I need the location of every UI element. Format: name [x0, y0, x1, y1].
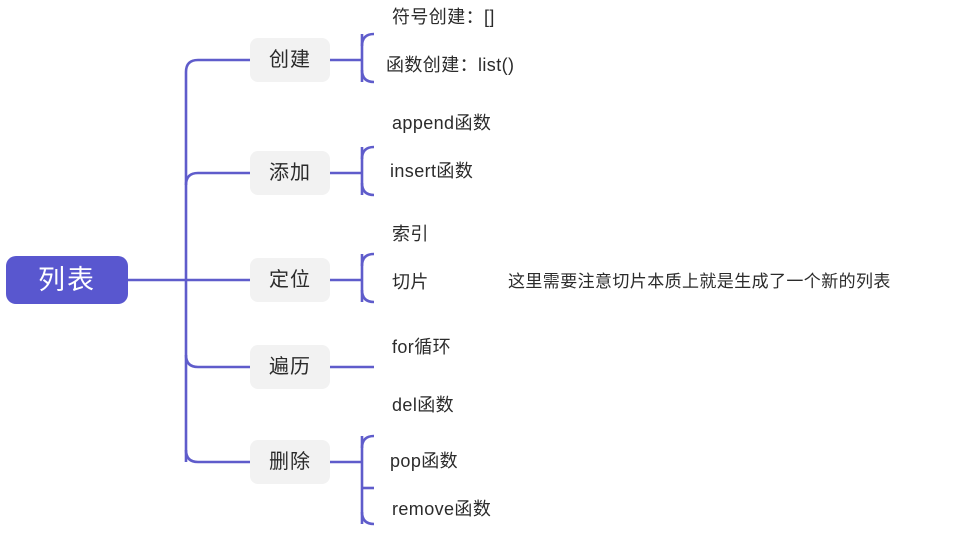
branch-3-sub-top	[360, 252, 375, 267]
trunk-to-branch-2	[184, 171, 250, 186]
branch-node-delete[interactable]: 删除	[250, 440, 330, 484]
root-node[interactable]: 列表	[6, 256, 128, 304]
branch-2-sub-bottom	[360, 182, 375, 197]
leaf-node-index[interactable]: 索引	[392, 222, 429, 246]
leaf-label: 切片	[392, 272, 429, 292]
leaf-label: pop函数	[390, 451, 459, 471]
leaf-node-pop[interactable]: pop函数	[390, 449, 458, 473]
branch-5-sub-top	[360, 434, 375, 449]
branch-label: 创建	[269, 49, 311, 71]
leaf-label: insert函数	[390, 161, 474, 181]
branch-5-sub-bottom	[360, 511, 375, 526]
leaf-node-for-loop[interactable]: for循环	[392, 335, 451, 359]
trunk-to-branch-1	[184, 58, 250, 73]
leaf-node-slice[interactable]: 切片	[392, 270, 429, 294]
branch-label: 遍历	[269, 356, 311, 378]
leaf-node-function-create[interactable]: 函数创建：list()	[386, 53, 514, 77]
branch-node-add[interactable]: 添加	[250, 151, 330, 195]
branch-node-traverse[interactable]: 遍历	[250, 345, 330, 389]
branch-node-create[interactable]: 创建	[250, 38, 330, 82]
branch-1-sub-top	[360, 32, 375, 47]
leaf-label: for循环	[392, 337, 452, 357]
root-label: 列表	[38, 264, 96, 295]
branch-label: 删除	[269, 451, 311, 473]
branch-label: 添加	[269, 162, 311, 184]
trunk-to-branch-5	[184, 449, 250, 464]
leaf-node-insert[interactable]: insert函数	[390, 159, 473, 183]
leaf-node-symbol-create[interactable]: 符号创建：[]	[392, 5, 495, 29]
leaf-label: 函数创建：list()	[386, 55, 515, 75]
branch-2-sub-top	[360, 145, 375, 160]
branch-node-locate[interactable]: 定位	[250, 258, 330, 302]
leaf-label: append函数	[392, 113, 492, 133]
leaf-label: 索引	[392, 224, 429, 244]
branch-label: 定位	[269, 269, 311, 291]
leaf-node-del[interactable]: del函数	[392, 393, 454, 417]
branch-1-sub-bottom	[360, 69, 375, 84]
leaf-node-remove[interactable]: remove函数	[392, 497, 491, 521]
branch-3-sub-bottom	[360, 289, 375, 304]
leaf-label: del函数	[392, 395, 455, 415]
annotation-slice-note: 这里需要注意切片本质上就是生成了一个新的列表	[508, 270, 891, 294]
annotation-label: 这里需要注意切片本质上就是生成了一个新的列表	[508, 272, 891, 291]
leaf-label: 符号创建：[]	[392, 7, 495, 27]
leaf-node-append[interactable]: append函数	[392, 111, 491, 135]
leaf-label: remove函数	[392, 499, 492, 519]
trunk-to-branch-4	[184, 354, 250, 369]
